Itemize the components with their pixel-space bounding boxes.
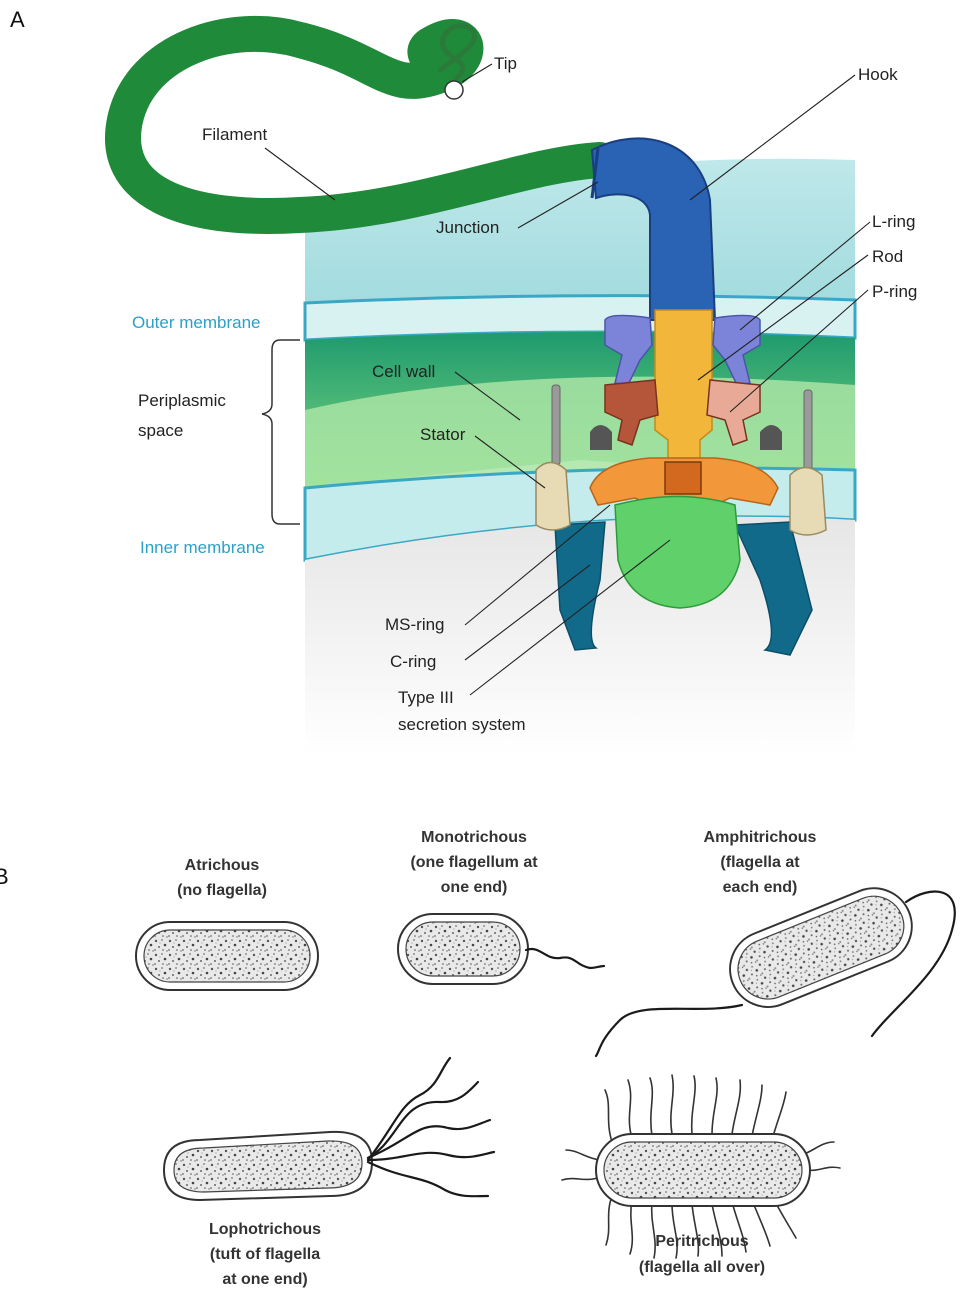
stator-anchor-left	[590, 425, 612, 450]
atrichous-cell	[136, 922, 318, 990]
label-tip: Tip	[494, 54, 517, 73]
label-inner-membrane: Inner membrane	[140, 538, 265, 557]
monotrichous-cell	[398, 914, 604, 984]
amphitrichous-name: Amphitrichous	[704, 829, 817, 846]
label-l-ring: L-ring	[872, 212, 915, 231]
monotrichous-cytoplasm	[406, 922, 520, 976]
peritrichous-cytoplasm	[604, 1142, 802, 1198]
export-gate	[665, 462, 701, 494]
label-rod: Rod	[872, 247, 903, 266]
label-ms-ring: MS-ring	[385, 615, 445, 634]
lophotrichous-flagellum-4	[368, 1162, 488, 1196]
amphitrichous-cytoplasm	[729, 887, 913, 1008]
label-type3-1: Type III	[398, 688, 454, 707]
monotrichous-desc1: (one flagellum at	[410, 854, 538, 871]
panel-b-letter: B	[0, 864, 9, 889]
amphitrichous-cell	[719, 877, 924, 1019]
stator-anchor-right	[760, 425, 782, 450]
periplasmic-bracket	[262, 340, 300, 524]
leader-filament	[265, 148, 335, 200]
label-p-ring: P-ring	[872, 282, 917, 301]
peritrichous-desc: (flagella all over)	[639, 1259, 765, 1276]
label-c-ring: C-ring	[390, 652, 436, 671]
monotrichous-name: Monotrichous	[421, 829, 527, 846]
lophotrichous-cell	[164, 1058, 494, 1200]
filament-tip-cap	[445, 81, 463, 99]
lophotrichous-name: Lophotrichous	[209, 1221, 321, 1238]
amphitrichous-flagellum-left	[596, 1005, 742, 1056]
atrichous-desc: (no flagella)	[177, 882, 267, 899]
panel-a: A	[10, 7, 917, 755]
lophotrichous-cytoplasm	[174, 1141, 362, 1192]
label-hook: Hook	[858, 65, 898, 84]
label-periplasmic-1: Periplasmic	[138, 391, 226, 410]
label-stator: Stator	[420, 425, 466, 444]
label-periplasmic-2: space	[138, 421, 183, 440]
panel-b: B Atrichous (no flagella) Monotrichous (…	[0, 829, 955, 1288]
monotrichous-desc2: one end)	[441, 879, 508, 896]
label-outer-membrane: Outer membrane	[132, 313, 261, 332]
atrichous-cytoplasm	[144, 930, 310, 982]
lophotrichous-flagellum-5	[368, 1058, 450, 1160]
label-cell-wall: Cell wall	[372, 362, 435, 381]
lophotrichous-desc1: (tuft of flagella	[210, 1246, 320, 1263]
label-filament: Filament	[202, 125, 267, 144]
peritrichous-cell	[562, 1075, 840, 1258]
panel-a-letter: A	[10, 7, 25, 32]
label-junction: Junction	[436, 218, 499, 237]
cell-envelope	[305, 159, 855, 755]
amphitrichous-desc1: (flagella at	[720, 854, 800, 871]
atrichous-name: Atrichous	[185, 857, 260, 874]
lophotrichous-desc2: at one end)	[222, 1271, 307, 1288]
label-type3-2: secretion system	[398, 715, 526, 734]
flagellar-filament	[123, 34, 600, 216]
peritrichous-name: Peritrichous	[655, 1233, 748, 1250]
monotrichous-flagellum	[526, 949, 604, 968]
lophotrichous-flagellum-3	[368, 1152, 494, 1160]
amphitrichous-desc2: each end)	[723, 879, 798, 896]
